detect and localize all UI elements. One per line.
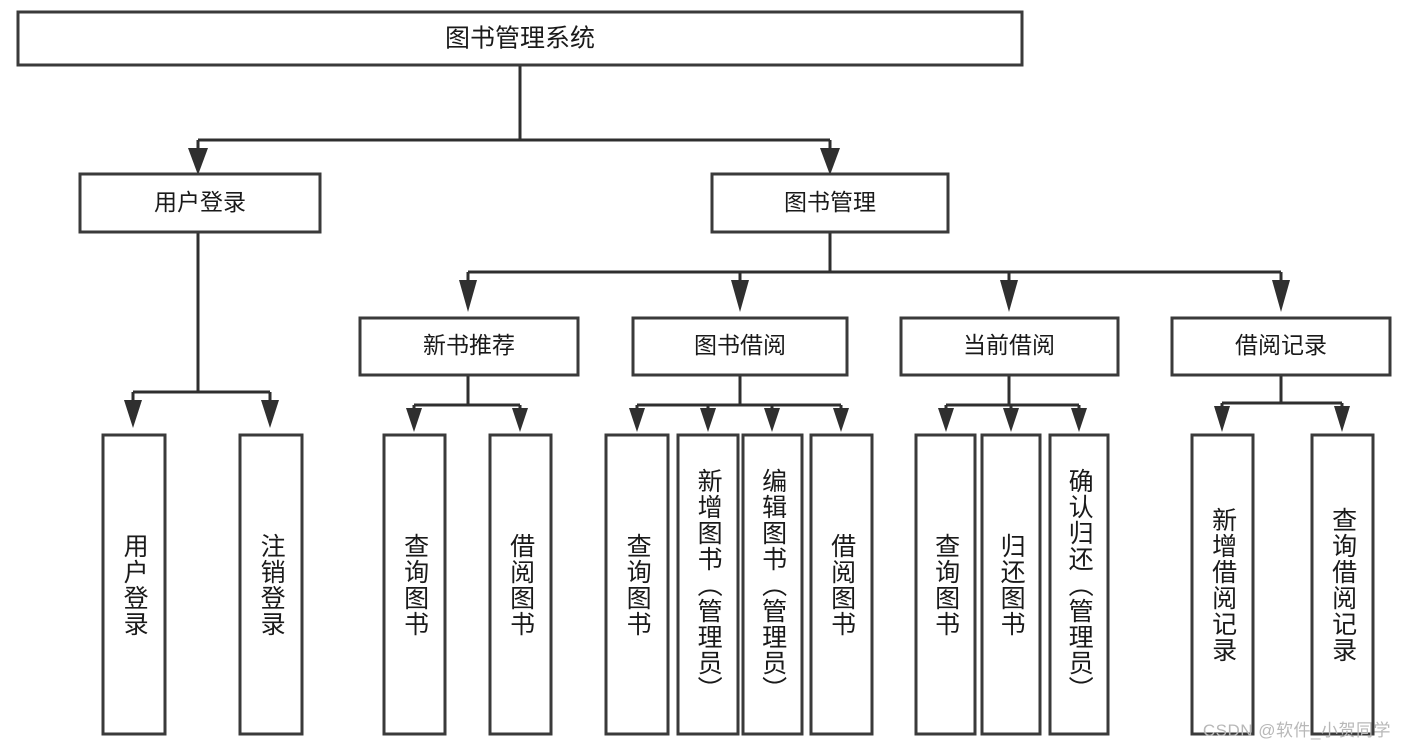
node-book-borrow-rect[interactable] [631,316,849,377]
node-root-label: 图书管理系统 [445,25,595,53]
connector-group-book-borrow [629,375,849,432]
node-user-login-rect[interactable] [78,172,322,234]
node-current-borrow-rect[interactable] [899,316,1120,377]
connector-group-new-book-rec [406,375,528,432]
node-borrow-record-rect[interactable] [1170,316,1392,377]
node-new-book-rec-rect[interactable] [358,316,580,377]
node-leaf-user-login-rect[interactable] [101,433,167,736]
node-leaf-borrow-book-2-rect[interactable] [809,433,874,736]
node-borrow-record-label: 借阅记录 [1235,332,1327,358]
node-current-borrow[interactable]: 当前借阅 [899,316,1120,377]
node-new-book-rec[interactable]: 新书推荐 [358,316,580,377]
node-root[interactable]: 图书管理系统 [16,10,1024,67]
node-new-book-rec-label: 新书推荐 [423,332,515,358]
arrow-to-leaf-return-book [1003,408,1019,432]
node-user-login[interactable]: 用户登录 [78,172,322,234]
node-book-manage-label: 图书管理 [784,189,876,215]
node-leaf-query-book-1-rect[interactable] [382,433,447,736]
node-book-borrow-label: 图书借阅 [694,332,786,358]
node-leaf-confirm-return-rect[interactable] [1048,433,1110,736]
arrow-to-leaf-query-book-2 [629,408,645,432]
arrow-to-book-manage [820,148,840,175]
arrow-to-leaf-confirm-return [1071,408,1087,432]
node-user-login-label: 用户登录 [154,189,246,215]
arrow-to-leaf-user-login [124,400,142,428]
node-leaf-add-book-rect[interactable] [676,433,740,736]
arrow-to-book-borrow [731,280,749,312]
arrow-to-leaf-borrow-book-1 [512,408,528,432]
arrow-to-leaf-edit-book [764,408,780,432]
connector-group-book-manage [459,232,1290,312]
arrow-to-new-book-rec [459,280,477,312]
arrow-to-borrow-record [1272,280,1290,312]
arrow-to-leaf-logout-login [261,400,279,428]
node-leaf-borrow-book-1-rect[interactable] [488,433,553,736]
node-leaf-logout-login-rect[interactable] [238,433,304,736]
node-borrow-record[interactable]: 借阅记录 [1170,316,1392,377]
arrow-to-leaf-add-record [1214,406,1230,432]
csdn-watermark: CSDN @软件_小贺同学 [1202,721,1391,740]
arrow-to-leaf-query-book-3 [938,408,954,432]
node-leaf-add-record-rect[interactable] [1190,433,1255,736]
node-leaf-query-book-3-rect[interactable] [914,433,977,736]
node-leaf-query-record-rect[interactable] [1310,433,1375,736]
arrow-to-user-login [188,148,208,175]
node-leaf-edit-book-rect[interactable] [741,433,804,736]
connector-group-root [188,65,840,175]
arrow-to-leaf-query-book-1 [406,408,422,432]
node-leaf-return-book-rect[interactable] [980,433,1042,736]
connector-group-borrow-record [1214,375,1350,432]
arrow-to-leaf-add-book [700,408,716,432]
arrow-to-leaf-query-record [1334,406,1350,432]
connector-group-user-login [124,232,279,428]
connector-group-current-borrow [938,375,1087,432]
node-book-borrow[interactable]: 图书借阅 [631,316,849,377]
node-root-rect[interactable] [16,10,1024,67]
node-book-manage[interactable]: 图书管理 [710,172,950,234]
arrow-to-current-borrow [1000,280,1018,312]
node-leaf-query-book-2-rect[interactable] [604,433,670,736]
node-current-borrow-label: 当前借阅 [963,332,1055,358]
arrow-to-leaf-borrow-book-2 [833,408,849,432]
node-book-manage-rect[interactable] [710,172,950,234]
